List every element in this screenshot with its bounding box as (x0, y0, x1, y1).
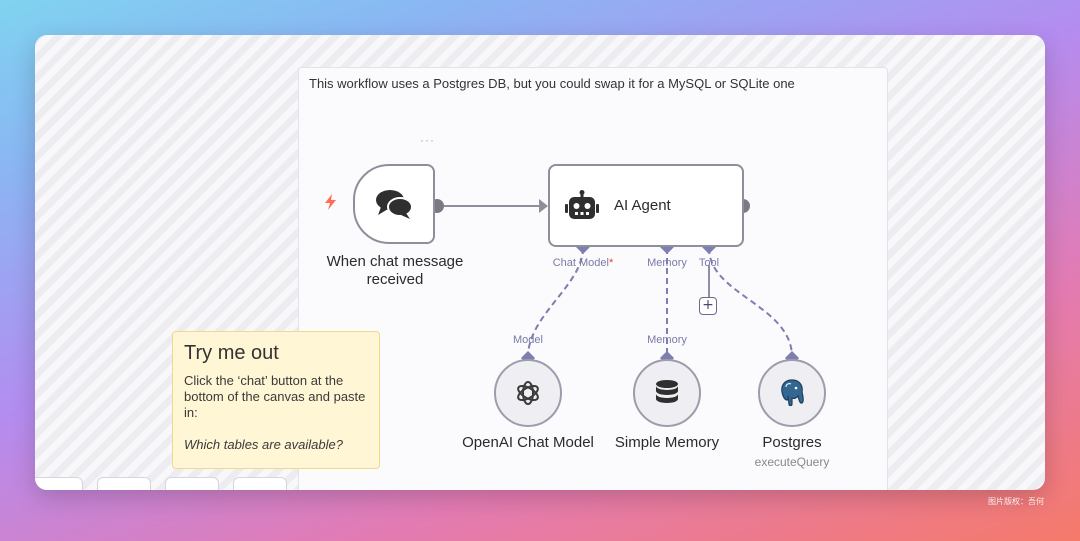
simple-memory-node[interactable] (633, 359, 701, 427)
simple-memory-title: Simple Memory (614, 434, 720, 451)
port-label-chat-model: Chat Model* (552, 257, 614, 269)
canvas-control-button-2[interactable] (97, 477, 151, 490)
openai-icon (517, 381, 539, 405)
sticky-note-try-me-out[interactable]: Try me out Click the ‘chat’ button at th… (172, 331, 380, 469)
database-icon (656, 380, 678, 403)
robot-icon (565, 189, 599, 219)
port-label-model: Model (513, 334, 543, 346)
chat-trigger-node[interactable] (353, 164, 435, 244)
lightning-bolt-icon (325, 194, 336, 210)
sticky-note-question: Which tables are available? (184, 437, 343, 452)
chat-bubbles-icon (376, 190, 413, 219)
ai-agent-title: AI Agent (614, 197, 671, 214)
openai-chat-model-title: OpenAI Chat Model (462, 434, 594, 451)
canvas-control-button-3[interactable] (165, 477, 219, 490)
port-label-tool: Tool (698, 257, 720, 269)
add-tool-button[interactable]: + (699, 297, 717, 315)
postgres-node[interactable] (758, 359, 826, 427)
postgres-elephant-icon (781, 379, 804, 407)
sticky-note-text: This workflow uses a Postgres DB, but yo… (309, 76, 795, 91)
ai-agent-node[interactable]: AI Agent (548, 164, 744, 247)
node-menu-dots[interactable]: ··· (420, 133, 435, 147)
canvas-control-button-1[interactable] (35, 477, 83, 490)
openai-chat-model-node[interactable] (494, 359, 562, 427)
canvas-control-button-4[interactable] (233, 477, 287, 490)
sticky-note-body: Click the ‘chat’ button at the bottom of… (184, 373, 366, 420)
port-label-memory: Memory (647, 257, 687, 269)
workflow-canvas-window: This workflow uses a Postgres DB, but yo… (35, 35, 1045, 490)
sticky-note-title: Try me out (184, 342, 279, 364)
image-credit: 图片版权：吾何 (988, 497, 1044, 506)
postgres-title: Postgres (762, 434, 822, 451)
port-label-memory-input: Memory (647, 334, 687, 346)
chat-trigger-title: When chat message received (326, 253, 464, 288)
sticky-note-main[interactable]: This workflow uses a Postgres DB, but yo… (298, 67, 888, 490)
postgres-subtitle: executeQuery (754, 455, 830, 469)
